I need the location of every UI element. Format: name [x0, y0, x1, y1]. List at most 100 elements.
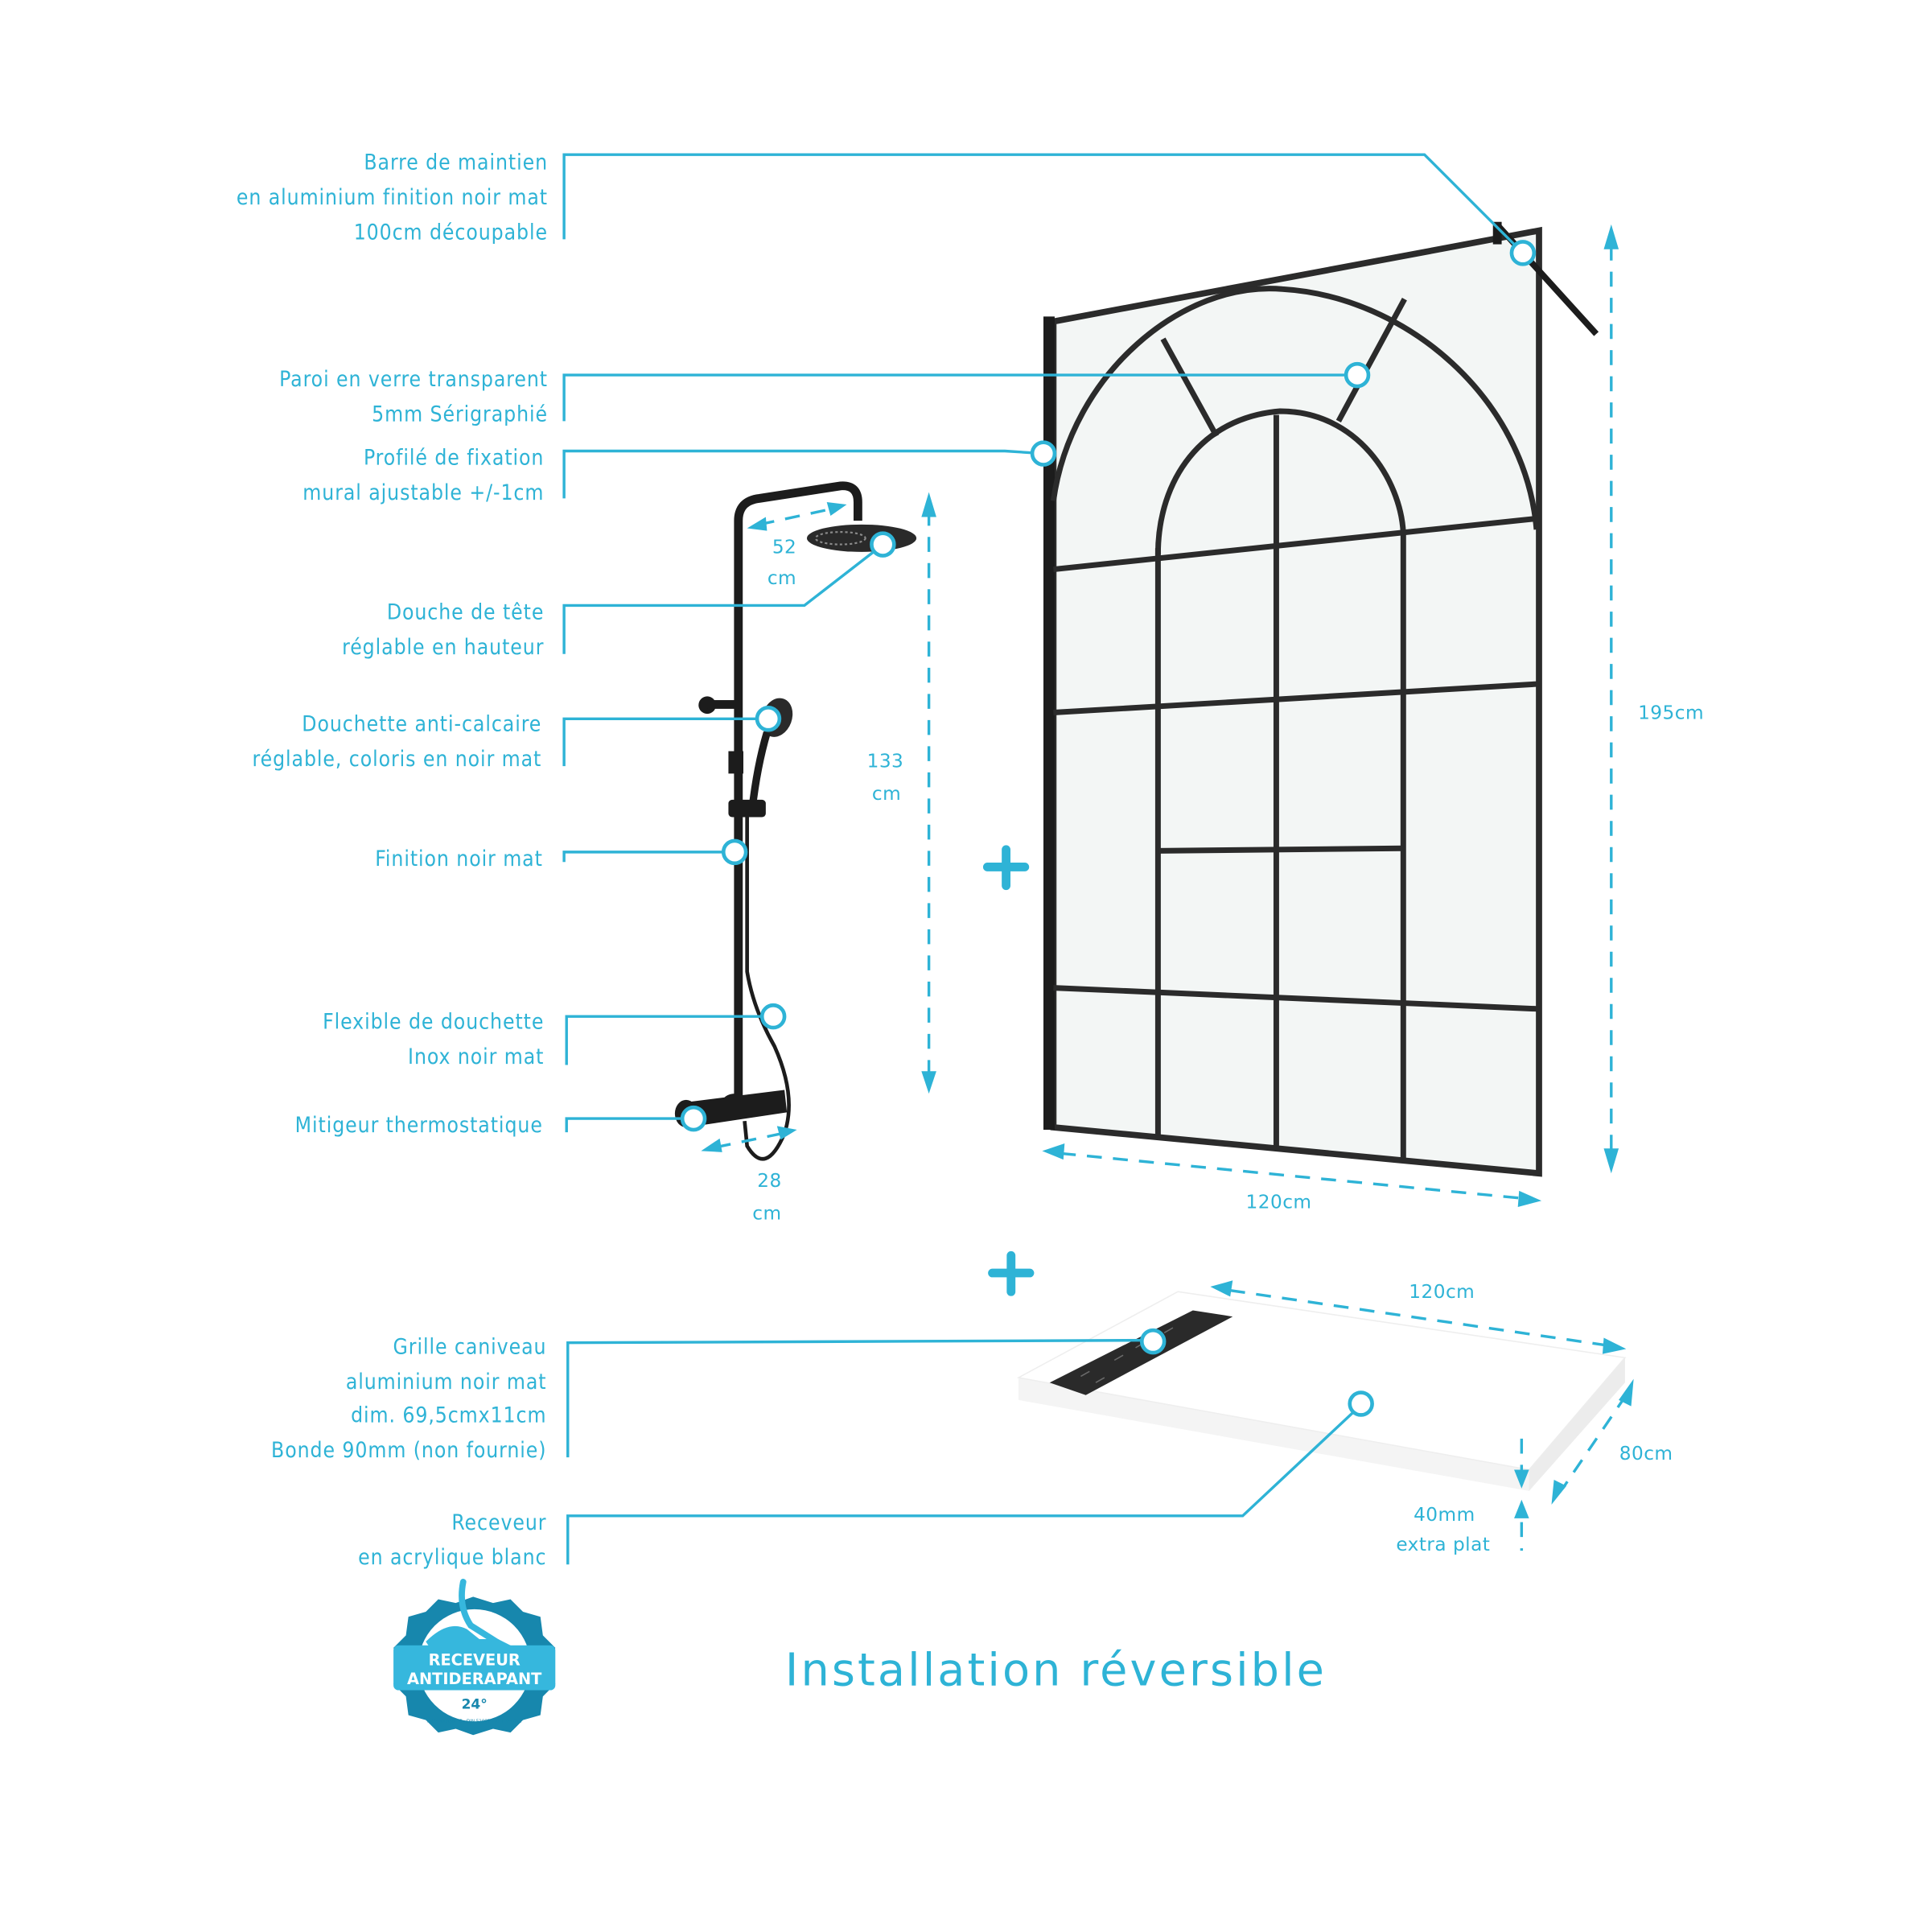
transom: [1053, 985, 1540, 1012]
callout-dot-mitigeur[interactable]: [680, 1105, 707, 1132]
arrow-icon: [1603, 224, 1619, 249]
dim-column-width-value: 52: [772, 536, 796, 558]
foot-outline-icon: [459, 1578, 508, 1650]
bar-clamp: [1492, 221, 1502, 245]
outer-arch: [1050, 286, 1540, 530]
riser-pipe: [734, 481, 862, 1097]
callout-dot-douchette[interactable]: [755, 706, 782, 732]
leader-douchette: [562, 717, 768, 767]
dim-column-width-unit: cm: [767, 567, 796, 589]
plus-icon: [982, 845, 1030, 891]
transom: [1053, 515, 1540, 573]
callout-dot-receveur[interactable]: [1348, 1390, 1374, 1417]
dim-line-mixer-width: [715, 1132, 783, 1149]
arrow-icon: [1514, 1469, 1529, 1489]
leader-barre: [562, 153, 1525, 254]
dim-mixer-width-unit: cm: [752, 1202, 781, 1224]
callout-markers: [680, 240, 1537, 1417]
dim-mixer-width-value: 28: [757, 1170, 781, 1192]
transom: [1053, 681, 1540, 716]
slider-ring: [728, 751, 744, 774]
arrow-icon: [826, 501, 847, 516]
antislip-badge: RECEVEUR ANTIDERAPANT 24° PN24 CLASSE C …: [393, 1578, 556, 1736]
transom: [1158, 845, 1404, 854]
leader-flexible: [565, 1015, 774, 1065]
label-mitigeur: Mitigeur thermostatique: [295, 1114, 543, 1138]
thermostatic-mixer: [685, 1090, 788, 1127]
callout-dot-profile[interactable]: [1030, 440, 1057, 467]
arrow-icon: [1514, 1499, 1529, 1518]
label-grille-1: Grille caniveau: [393, 1336, 547, 1360]
arrow-icon: [701, 1138, 722, 1152]
dim-line-tray-depth: [1562, 1394, 1628, 1489]
label-douche-tete-2: réglable en hauteur: [342, 636, 544, 660]
arrow-icon: [921, 492, 936, 517]
callout-dot-barre[interactable]: [1509, 240, 1537, 266]
callout-dot-paroi[interactable]: [1344, 361, 1371, 389]
label-paroi-2: 5mm Sérigraphié: [372, 402, 548, 426]
dimension-labels: 52 cm 133 cm 28 cm 195cm 120cm 120cm 80c…: [752, 536, 1704, 1555]
label-grille-3: dim. 69,5cmx11cm: [351, 1404, 546, 1428]
label-barre-1: Barre de maintien: [364, 151, 548, 175]
arch-spoke: [1160, 337, 1220, 438]
callout-labels: Barre de maintien en aluminium finition …: [237, 151, 548, 1570]
label-paroi-1: Paroi en verre transparent: [279, 368, 548, 392]
dim-tray-length: 120cm: [1409, 1281, 1475, 1303]
tray-edge: [1529, 1357, 1625, 1491]
head-shower: [806, 524, 917, 552]
arrow-icon: [1551, 1479, 1567, 1505]
dim-panel-width: 120cm: [1246, 1192, 1312, 1213]
wall-profile: [1043, 316, 1055, 1131]
label-barre-2: en aluminium finition noir mat: [237, 186, 548, 210]
label-douchette-2: réglable, coloris en noir mat: [253, 748, 542, 772]
badge-line2: ANTIDERAPANT: [407, 1670, 542, 1688]
leader-douche-tete: [562, 544, 883, 654]
label-receveur-1: Receveur: [451, 1511, 546, 1535]
leader-profile: [562, 449, 1043, 499]
wall-bracket-arm: [707, 700, 739, 709]
callout-dot-finition[interactable]: [721, 838, 748, 866]
label-barre-3: 100cm découpable: [354, 220, 548, 245]
label-douchette-1: Douchette anti-calcaire: [302, 713, 541, 737]
label-douche-tete-1: Douche de tête: [387, 600, 545, 624]
hand-shower-handle: [748, 731, 771, 810]
arrow-icon: [921, 1071, 936, 1094]
callout-dot-grille[interactable]: [1139, 1328, 1167, 1355]
callout-dot-douche-tete[interactable]: [870, 531, 896, 558]
arrow-icon: [747, 517, 767, 531]
badge-line1: RECEVEUR: [429, 1651, 521, 1670]
head-shower-nozzles: [814, 531, 866, 546]
dim-line-tray-length: [1229, 1289, 1607, 1347]
badge-norms: PN24 CLASSE C - DIN 51097 - XP P 05 011: [427, 1720, 522, 1724]
dim-column-height-value: 133: [867, 751, 904, 772]
inner-arch: [1154, 408, 1406, 554]
glass-surface: [1053, 230, 1540, 1174]
label-receveur-2: en acrylique blanc: [358, 1546, 546, 1570]
label-profile-1: Profilé de fixation: [364, 447, 544, 471]
plus-icon: [988, 1250, 1035, 1296]
arrow-icon: [776, 1126, 797, 1140]
leader-paroi: [562, 373, 1358, 422]
dim-line-column-width: [759, 507, 835, 526]
dim-column-height-unit: cm: [872, 783, 901, 805]
arrow-icon: [1210, 1280, 1233, 1297]
dimension-lines: [701, 224, 1634, 1551]
label-grille-2: aluminium noir mat: [346, 1370, 547, 1394]
label-flexible-2: Inox noir mat: [408, 1045, 544, 1069]
shower-hose: [743, 817, 791, 1161]
dim-tray-depth: 80cm: [1619, 1443, 1673, 1464]
callout-dot-flexible[interactable]: [759, 1003, 787, 1030]
label-finition: Finition noir mat: [375, 847, 543, 871]
label-flexible-1: Flexible de douchette: [323, 1011, 544, 1035]
arrow-icon: [1603, 1148, 1619, 1174]
dim-tray-thickness-note: extra plat: [1396, 1534, 1490, 1555]
glass-panel: [1043, 221, 1599, 1177]
arch-spoke: [1335, 298, 1407, 423]
arrow-icon: [1602, 1337, 1627, 1354]
arrow-icon: [1042, 1143, 1065, 1160]
shower-tray: [1016, 1291, 1627, 1491]
dim-tray-thickness: 40mm: [1414, 1504, 1475, 1526]
slider-holder: [728, 799, 766, 818]
dim-panel-height: 195cm: [1638, 702, 1704, 723]
